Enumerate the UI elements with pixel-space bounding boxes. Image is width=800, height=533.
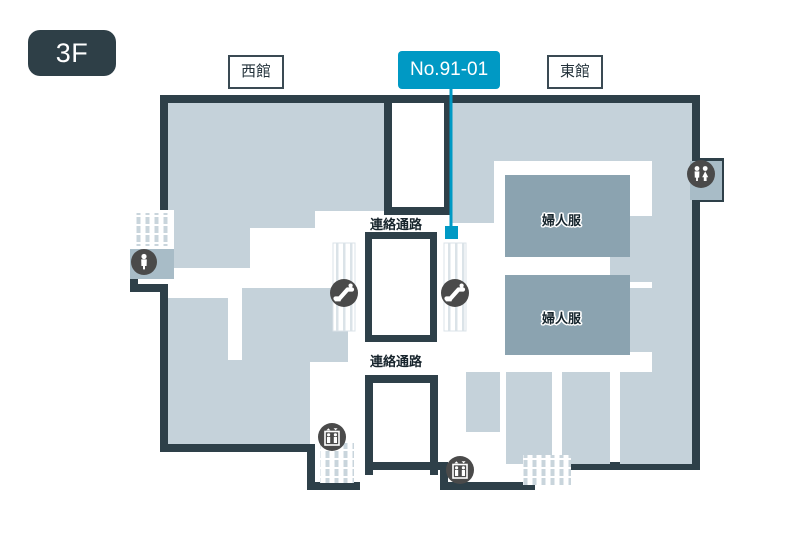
core-wall-lower-left <box>365 375 373 475</box>
shop-label-womens-wear-upper: 婦人服 <box>542 213 582 228</box>
stair-hatch-center-right <box>523 455 571 485</box>
core-wall-upper-right <box>444 95 452 215</box>
restroom-single-icon[interactable] <box>131 249 157 275</box>
area-west-main-lower <box>168 298 310 444</box>
west-wing-areas <box>168 103 384 444</box>
floor-badge-label: 3F <box>55 37 89 68</box>
marker-point <box>445 226 458 239</box>
marker-leader <box>445 80 458 239</box>
core-wall-upper-bottom <box>384 207 452 215</box>
area-west-main-upper <box>168 103 384 268</box>
wing-label-west: 西館 <box>228 55 285 89</box>
stair-hatches <box>320 443 571 485</box>
elevator-icon-left[interactable] <box>318 423 346 451</box>
area-shop-upper <box>505 175 630 257</box>
area-west-mid <box>242 288 348 362</box>
wing-label-east: 東館 <box>547 55 604 89</box>
restroom-pair-icon[interactable] <box>687 160 715 188</box>
core-wall-upper-left <box>384 95 392 215</box>
core-wall-lower-top <box>365 375 438 383</box>
core-wall-lower-right <box>430 375 438 475</box>
area-east-topleft <box>452 103 494 223</box>
area-east-low-1 <box>506 372 552 464</box>
area-shop-lower <box>505 275 630 355</box>
area-east-low-3 <box>620 372 692 464</box>
stair-hatch-west <box>133 213 171 246</box>
shop-label-womens-wear-lower: 婦人服 <box>542 311 582 326</box>
escalator-icon-west[interactable] <box>330 279 358 307</box>
area-east-low-2 <box>562 372 610 464</box>
east-wing-areas <box>452 103 722 464</box>
core-shaft-inner <box>372 239 430 335</box>
area-east-low-0 <box>466 372 500 432</box>
corridor-label-upper: 連絡通路 <box>370 217 423 232</box>
escalator-icon-east[interactable] <box>441 279 469 307</box>
floor-badge: 3F <box>28 30 116 76</box>
marker-badge[interactable]: No.91-01 <box>398 51 501 89</box>
elevator-icon-right[interactable] <box>446 456 474 484</box>
corridor-label-lower: 連絡通路 <box>370 354 423 369</box>
